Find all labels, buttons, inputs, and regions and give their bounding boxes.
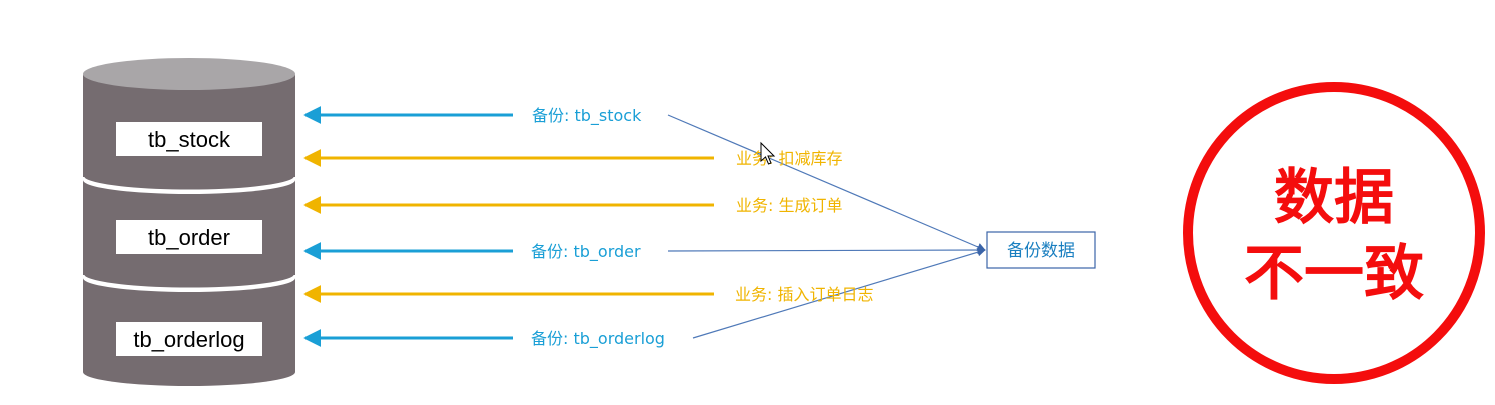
backup-data-box <box>986 231 1096 269</box>
table-label-orderlog: tb_orderlog <box>133 327 244 352</box>
warning-text-line1: 数据 <box>1274 163 1394 233</box>
backup-data-label: 备份数据 <box>1007 241 1075 261</box>
business-label-insert-log: 业务: 插入订单日志 <box>735 285 873 304</box>
warning-text-line2: 不一致 <box>1244 239 1424 309</box>
table-box-order <box>116 220 262 254</box>
table-label-stock: tb_stock <box>148 127 231 152</box>
mouse-cursor-icon <box>760 141 776 165</box>
converge-line-order <box>667 245 986 255</box>
converge-line-orderlog <box>692 248 986 339</box>
business-label-deduct: 业务: 扣减库存 <box>736 149 842 168</box>
table-box-orderlog <box>116 322 262 356</box>
backup-label-orderlog: 备份: tb_orderlog <box>531 329 665 349</box>
cylinder-separator <box>81 274 297 291</box>
business-label-create-order: 业务: 生成订单 <box>736 196 842 215</box>
database-cylinder <box>81 58 297 386</box>
cylinder-separator <box>81 176 297 193</box>
table-label-order: tb_order <box>148 225 230 250</box>
table-box-stock <box>116 122 262 156</box>
warning-circle <box>1183 82 1485 384</box>
converge-line-stock <box>667 114 986 251</box>
cylinder-top <box>83 58 295 90</box>
backup-label-order: 备份: tb_order <box>531 242 641 262</box>
backup-label-stock: 备份: tb_stock <box>532 106 642 126</box>
